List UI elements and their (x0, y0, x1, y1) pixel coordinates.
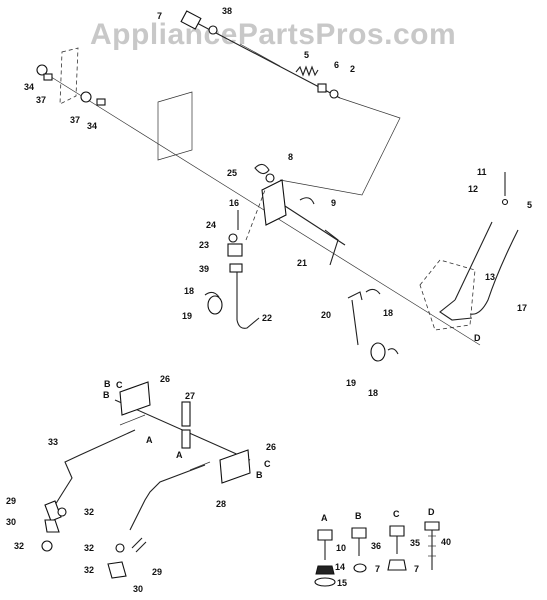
callout: 9 (331, 198, 336, 208)
callout: A (321, 513, 328, 523)
callout: 25 (227, 168, 237, 178)
callout: D (428, 507, 435, 517)
callout: 17 (517, 303, 527, 313)
callout: 28 (216, 499, 226, 509)
callout: 32 (84, 507, 94, 517)
callout: 2 (350, 64, 355, 74)
callout: 18 (368, 388, 378, 398)
callout: B (256, 470, 263, 480)
right-lever-assembly (347, 172, 519, 362)
callout: 38 (222, 6, 232, 16)
callout: 37 (70, 115, 80, 125)
callout: C (264, 459, 271, 469)
callout: 16 (229, 198, 239, 208)
callout: A (176, 450, 183, 460)
callout: 32 (14, 541, 24, 551)
callout: 11 (477, 167, 487, 177)
callout: 7 (414, 564, 419, 574)
lower-linkage (41, 381, 251, 579)
callout: 5 (304, 50, 309, 60)
callout: 23 (199, 240, 209, 250)
callout: 18 (383, 308, 393, 318)
center-shaft-assembly (204, 163, 346, 329)
callout: 21 (297, 258, 307, 268)
callout: 34 (87, 121, 97, 131)
callout: 13 (485, 272, 495, 282)
callout: 32 (84, 565, 94, 575)
callout: 40 (441, 537, 451, 547)
callout: 36 (371, 541, 381, 551)
callout: B (104, 379, 111, 389)
callout: A (146, 435, 153, 445)
callout: 19 (346, 378, 356, 388)
callout: 6 (334, 60, 339, 70)
callout: 12 (468, 184, 478, 194)
callout: 18 (184, 286, 194, 296)
callout: 19 (182, 311, 192, 321)
callout: 29 (152, 567, 162, 577)
callout: 26 (266, 442, 276, 452)
callout: 10 (336, 543, 346, 553)
callout: 5 (527, 200, 532, 210)
callout: 37 (36, 95, 46, 105)
callout: 35 (410, 538, 420, 548)
callout: 15 (337, 578, 347, 588)
watermark: AppliancePartsPros.com (90, 18, 456, 51)
callout: 34 (24, 82, 34, 92)
callout: C (393, 509, 400, 519)
callout: B (355, 511, 362, 521)
callout: 30 (133, 584, 143, 594)
callout: 33 (48, 437, 58, 447)
callout: 7 (157, 11, 162, 21)
callout: 8 (288, 152, 293, 162)
callout: 22 (262, 313, 272, 323)
callout: 24 (206, 220, 216, 230)
callout: 7 (375, 564, 380, 574)
callout: 30 (6, 517, 16, 527)
callout: 20 (321, 310, 331, 320)
callout: 29 (6, 496, 16, 506)
callout: 26 (160, 374, 170, 384)
callout: 14 (335, 562, 345, 572)
callout: B (103, 390, 110, 400)
callout: 39 (199, 264, 209, 274)
callout-labels: 7 38 5 6 2 34 37 37 34 25 8 9 11 12 5 13… (6, 6, 532, 594)
top-rod-assembly (36, 10, 481, 346)
hardware-key (314, 521, 440, 587)
callout: 32 (84, 543, 94, 553)
callout: 27 (185, 391, 195, 401)
callout: C (116, 380, 123, 390)
callout: D (474, 333, 481, 343)
